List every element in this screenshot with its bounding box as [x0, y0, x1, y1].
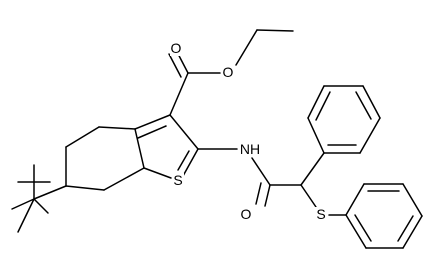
- svg-text:O: O: [171, 40, 182, 56]
- atom-label-o-carbonyl-ester: O: [170, 40, 183, 56]
- phenylthio-group: [300, 183, 423, 249]
- atom-label-s-thioether: S: [315, 206, 327, 222]
- thiophene-ring: [134, 114, 199, 179]
- svg-text:S: S: [173, 172, 182, 188]
- atom-label-nh-amide: NH: [238, 141, 262, 157]
- tert-butyl-group: [11, 164, 67, 233]
- svg-text:O: O: [241, 206, 252, 222]
- atom-label-s-thiophene: S: [172, 172, 184, 188]
- atom-label-o-ester-link: O: [222, 64, 235, 80]
- svg-text:S: S: [316, 206, 325, 222]
- svg-text:NH: NH: [240, 141, 260, 157]
- atom-label-o-amide: O: [240, 206, 253, 222]
- phenyl-ring-upper: [300, 85, 381, 186]
- amide-linkage: [197, 148, 302, 207]
- svg-text:O: O: [223, 64, 234, 80]
- cyclohexene-ring: [65, 126, 145, 191]
